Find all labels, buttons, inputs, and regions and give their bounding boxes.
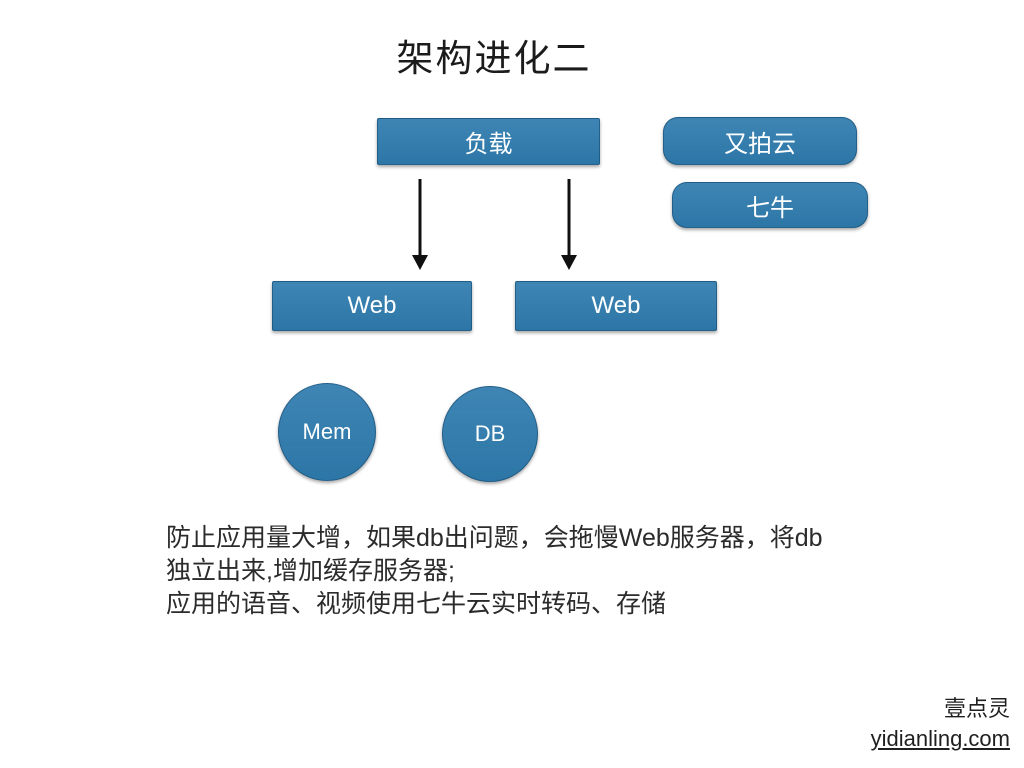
node-upyun: 又拍云 <box>663 117 857 165</box>
notes-paragraph: 防止应用量大增，如果db出问题，会拖慢Web服务器，将db 独立出来,增加缓存服… <box>166 522 846 621</box>
brand-name: 壹点灵 <box>943 696 1010 721</box>
node-load-balancer: 负载 <box>377 118 600 165</box>
node-qiniu: 七牛 <box>672 182 868 228</box>
node-web-server-2-label: Web <box>591 292 641 319</box>
node-database: DB <box>442 386 538 482</box>
notes-line-2: 独立出来,增加缓存服务器; <box>166 557 455 585</box>
footer: 壹点灵 yidianling.com <box>871 696 1010 752</box>
arrow-head-down-icon <box>412 255 428 270</box>
arrow-load-to-web2 <box>561 179 577 270</box>
node-upyun-label: 又拍云 <box>724 130 796 158</box>
node-memcache: Mem <box>278 383 376 481</box>
node-web-server-1-label: Web <box>347 292 397 319</box>
slide-title: 架构进化二 <box>396 38 592 79</box>
arrow-shaft <box>418 179 422 256</box>
node-web-server-1: Web <box>272 281 472 331</box>
node-database-label: DB <box>474 421 506 446</box>
yidianling-link[interactable]: yidianling.com <box>870 726 1010 751</box>
node-qiniu-label: 七牛 <box>746 194 794 222</box>
arrow-head-down-icon <box>561 255 577 270</box>
notes-line-3: 应用的语音、视频使用七牛云实时转码、存储 <box>166 590 667 618</box>
node-memcache-label: Mem <box>302 419 352 444</box>
node-web-server-2: Web <box>515 281 717 331</box>
notes-line-1: 防止应用量大增，如果db出问题，会拖慢Web服务器，将db <box>166 524 823 552</box>
arrow-load-to-web1 <box>412 179 428 270</box>
arrow-shaft <box>567 179 571 256</box>
node-load-balancer-label: 负载 <box>464 131 513 158</box>
